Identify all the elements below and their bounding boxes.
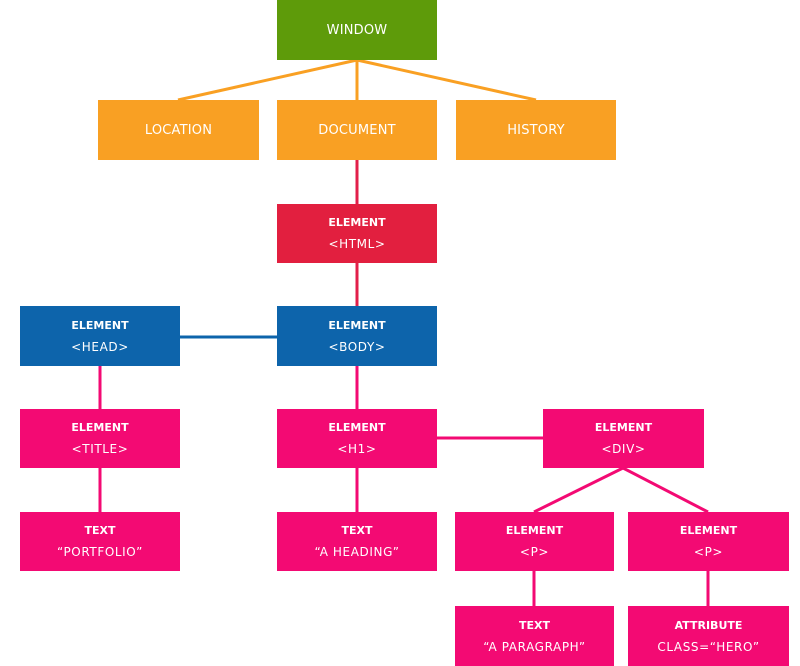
p-element-node-1: ELEMENT <P> [455, 512, 614, 571]
div-node-kind: ELEMENT [594, 421, 653, 434]
attribute-node-kind: ATTRIBUTE [674, 618, 743, 632]
h1-element-node: ELEMENT <H1> [277, 409, 437, 468]
location-node: LOCATION [98, 100, 259, 160]
p2-node-kind: ELEMENT [679, 524, 738, 537]
h1-node-kind: ELEMENT [328, 421, 386, 434]
history-node: HISTORY [456, 100, 616, 160]
p1-node-value: <P> [519, 545, 550, 559]
paragraph-node-value: “A PARAGRAPH” [483, 639, 586, 654]
window-node: WINDOW [277, 0, 437, 60]
body-node-value: <BODY> [328, 339, 386, 354]
div-element-node: ELEMENT <DIV> [543, 409, 704, 468]
portfolio-text-node: TEXT “PORTFOLIO” [20, 512, 180, 571]
heading-node-kind: TEXT [341, 524, 373, 537]
location-label: LOCATION [144, 122, 213, 138]
link-window-history [356, 58, 537, 102]
p1-node-kind: ELEMENT [505, 524, 564, 537]
portfolio-node-value: “PORTFOLIO” [57, 545, 143, 559]
body-element-node: ELEMENT <BODY> [277, 306, 437, 366]
link-div-p1 [533, 466, 624, 514]
portfolio-node-kind: TEXT [84, 524, 116, 537]
h1-node-value: <H1> [337, 442, 377, 456]
body-node-kind: ELEMENT [328, 318, 386, 332]
link-div-p2 [622, 466, 709, 514]
p2-node-value: <P> [693, 545, 724, 559]
head-node-value: <HEAD> [71, 339, 129, 354]
heading-node-value: “A HEADING” [314, 545, 400, 559]
link-window-location [177, 58, 358, 102]
head-node-kind: ELEMENT [71, 318, 129, 332]
window-links [177, 58, 537, 102]
attribute-node-value: CLASS=“HERO” [657, 639, 760, 654]
html-node-kind: ELEMENT [328, 216, 386, 229]
div-node-value: <DIV> [601, 442, 646, 456]
html-node-value: <HTML> [328, 237, 386, 251]
paragraph-node-kind: TEXT [518, 618, 550, 632]
title-node-value: <TITLE> [71, 442, 129, 456]
paragraph-text-node: TEXT “A PARAGRAPH” [455, 606, 614, 666]
heading-text-node: TEXT “A HEADING” [277, 512, 437, 571]
window-label: WINDOW [326, 22, 388, 38]
history-label: HISTORY [507, 122, 565, 138]
title-element-node: ELEMENT <TITLE> [20, 409, 180, 468]
html-element-node: ELEMENT <HTML> [277, 204, 437, 263]
head-element-node: ELEMENT <HEAD> [20, 306, 180, 366]
document-node: DOCUMENT [277, 100, 437, 160]
title-node-kind: ELEMENT [71, 421, 129, 434]
class-attribute-node: ATTRIBUTE CLASS=“HERO” [628, 606, 789, 666]
p-element-node-2: ELEMENT <P> [628, 512, 789, 571]
document-label: DOCUMENT [318, 122, 396, 138]
